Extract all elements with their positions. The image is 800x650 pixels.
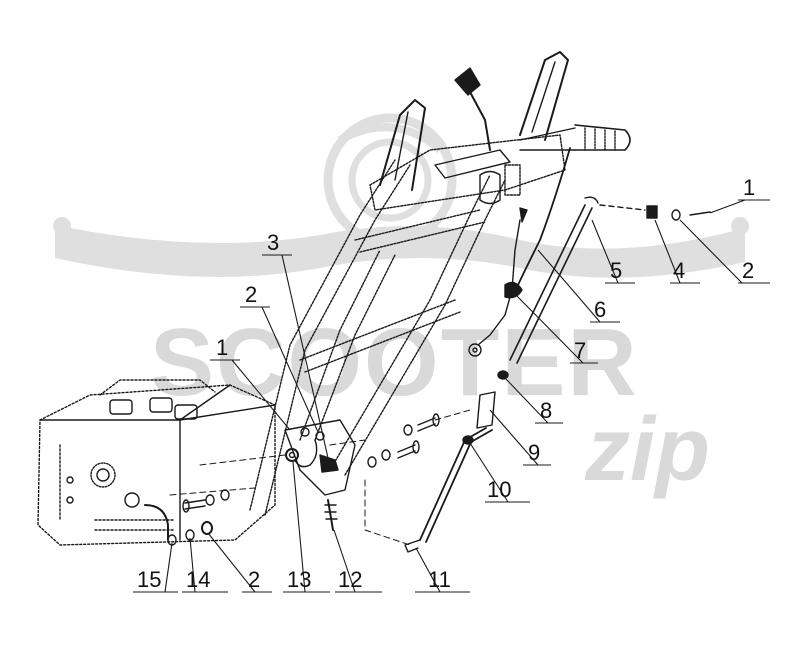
leader-2a — [679, 219, 743, 284]
leader-15 — [164, 542, 173, 593]
callout-15: 15 — [137, 567, 161, 592]
connection-lines — [169, 409, 471, 546]
callout-2b: 2 — [248, 567, 260, 592]
leader-4 — [654, 219, 681, 284]
leader-8 — [504, 377, 549, 424]
leader-12 — [333, 529, 356, 593]
leader-11 — [415, 547, 441, 593]
callout-3: 3 — [267, 230, 279, 255]
callout-13: 13 — [287, 567, 311, 592]
callout-11: 11 — [428, 567, 451, 592]
leader-1a — [709, 199, 746, 214]
leader-14 — [189, 537, 196, 593]
callout-12: 12 — [338, 567, 362, 592]
watermark-ring-inner — [348, 138, 432, 222]
watermark — [53, 113, 749, 278]
leader-6 — [537, 249, 601, 323]
callout-14: 14 — [186, 567, 210, 592]
bolts-bottom — [167, 489, 230, 546]
callout-6: 6 — [594, 297, 606, 322]
leader-1b — [231, 359, 291, 431]
watermark-dot-left — [53, 217, 71, 235]
callout-leaders — [133, 199, 770, 593]
callout-9: 9 — [528, 440, 540, 465]
watermark-swoosh — [55, 225, 745, 278]
callout-2a: 2 — [742, 258, 754, 283]
leader-9 — [489, 409, 539, 466]
small-parts-right — [599, 204, 711, 221]
watermark-arc — [338, 123, 443, 154]
bolts-right — [367, 413, 440, 468]
leader-10 — [469, 442, 509, 503]
rod-assembly — [404, 196, 599, 553]
upper-handles — [369, 51, 631, 211]
engine-housing — [37, 379, 276, 546]
callout-8: 8 — [540, 398, 552, 423]
callout-4: 4 — [673, 258, 685, 283]
leader-13 — [292, 461, 306, 593]
leader-2c — [261, 306, 319, 433]
watermark-brand-script: zip — [584, 400, 710, 500]
callout-2c: 2 — [245, 282, 257, 307]
callout-5: 5 — [610, 258, 622, 283]
bracket-assembly — [284, 419, 356, 531]
callout-1a: 1 — [743, 175, 755, 200]
watermark-ring-outer — [323, 113, 457, 247]
callout-10: 10 — [487, 477, 511, 502]
handle-frame — [249, 159, 506, 516]
leader-3 — [281, 254, 329, 459]
callout-1b: 1 — [216, 335, 228, 360]
leader-7 — [512, 291, 584, 364]
watermark-brand-main: SCOOTER — [150, 309, 639, 416]
leader-2b — [207, 532, 256, 593]
callout-7: 7 — [574, 338, 586, 363]
leader-5 — [591, 219, 619, 284]
line-art — [37, 51, 711, 553]
watermark-dot-right — [731, 217, 749, 235]
callout-labels: 1 2 4 5 6 7 8 9 10 11 12 13 2 14 15 1 2 … — [137, 175, 755, 592]
cable-assembly — [468, 147, 571, 357]
